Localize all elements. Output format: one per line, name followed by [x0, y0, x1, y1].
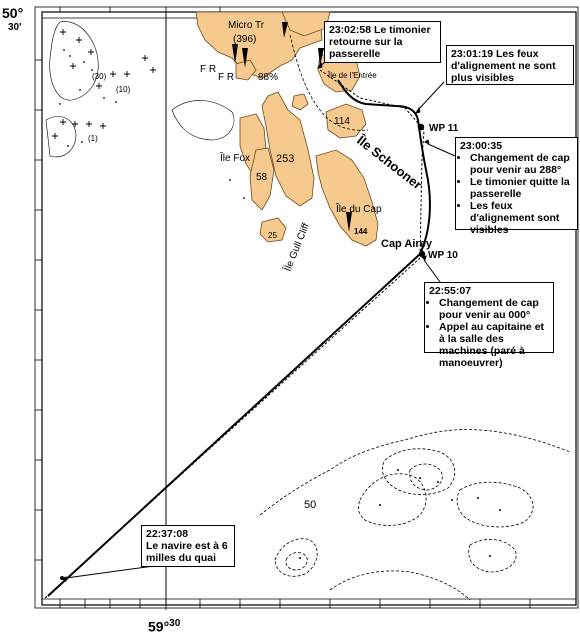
depth-30: (30) [92, 72, 107, 81]
elev-88: 88% [258, 72, 278, 83]
callout-230258-text: Le timonier retourne sur la passerelle [329, 24, 431, 60]
land-253 [261, 91, 315, 207]
border-ticks-bottom [42, 598, 576, 610]
alignment-lights [232, 22, 352, 232]
land-du-cap [315, 149, 379, 247]
callout-230258: 23:02:58 Le timonier retourne sur la pas… [324, 21, 441, 63]
label-fox: Île Fox [219, 151, 250, 164]
callout-230035-item: Le timonier quitte la passerelle [470, 176, 573, 200]
callout-230035-item: Les feux d'alignement sont visibles [470, 200, 573, 236]
elev-58: 58 [256, 172, 268, 183]
callout-225507-item: Changement de cap pour venir au 000° [439, 297, 549, 321]
callout-225507-item: Appel au capitaine et à la salle des mac… [439, 321, 549, 369]
callout-230035-list: Changement de cap pour venir au 288° Le … [460, 152, 573, 236]
elev-25: 25 [268, 231, 277, 240]
light-4 [318, 48, 324, 66]
waypoint-wp11-marker[interactable] [417, 123, 425, 131]
waypoint-wp11-label: WP 11 [429, 123, 459, 134]
callout-230258-time: 23:02:58 [329, 24, 372, 36]
callout-223708-text: Le navire est à 6 milles du quai [146, 540, 228, 564]
callout-230035-time: 23:00:35 [460, 140, 503, 152]
light-3 [282, 22, 288, 38]
callout-223708: 22:37:08 Le navire est à 6 milles du qua… [141, 525, 235, 567]
planned-route [44, 69, 425, 599]
border-ticks-left [35, 12, 43, 605]
vessel-track [47, 79, 431, 597]
land-small-1 [235, 59, 257, 81]
label-du-cap: Île du Cap [335, 202, 382, 215]
callout-230035: 23:00:35 Changement de cap pour venir au… [455, 137, 578, 236]
land-micro-north [281, 11, 331, 37]
depth-1: (1) [88, 134, 98, 143]
callout-223708-time: 22:37:08 [146, 528, 189, 540]
chart-border-inner [34, 6, 579, 609]
latitude-degrees-label: 50° [2, 5, 24, 21]
latitude-minutes-label: 30' [8, 22, 22, 33]
border-ticks-top [59, 7, 221, 12]
callout-225507-time: 22:55:07 [429, 285, 472, 297]
elev-144: 144 [354, 227, 368, 236]
shoal-outlines [45, 21, 235, 158]
callout-230035-item: Changement de cap pour venir au 288° [470, 152, 573, 176]
light-2 [242, 48, 248, 68]
label-cap-airey: Cap Airey [381, 238, 433, 250]
elev-114: 114 [334, 116, 350, 127]
land-small-2 [291, 93, 309, 111]
land-25 [259, 217, 287, 243]
land-58 [249, 147, 275, 211]
depth-contour-dots [299, 469, 501, 559]
label-micro-elev: (396) [233, 34, 256, 45]
light-5 [346, 212, 352, 232]
land-masses [195, 11, 379, 247]
marker-fr-1: F R [200, 64, 216, 75]
callout-230119: 23:01:19 Les feux d'alignement ne sont p… [446, 45, 574, 85]
land-114 [325, 103, 367, 139]
waypoint-wp10-label: WP 10 [428, 250, 458, 261]
waypoint-wp10-marker[interactable] [418, 250, 426, 258]
depth-50: 50 [304, 499, 316, 511]
depth-10: (10) [116, 85, 131, 94]
light-1 [232, 44, 238, 64]
longitude-minutes: 30 [169, 618, 181, 629]
longitude-degrees: 59° [148, 618, 170, 635]
callout-225507-list: Changement de cap pour venir au 000° App… [429, 297, 549, 369]
label-entree: Île de l'Entrée [327, 71, 377, 80]
longitude-label: 59°30 [148, 618, 180, 635]
callout-leaders [60, 55, 456, 582]
marker-fr-2: F R [218, 72, 234, 83]
sounding-dots [59, 49, 245, 199]
label-micro: Micro Tr [228, 20, 265, 31]
depth-contours [259, 34, 571, 601]
callout-225507: 22:55:07 Changement de cap pour venir au… [424, 282, 554, 369]
callout-230119-time: 23:01:19 [451, 48, 494, 60]
callout-230119-text: Les feux d'alignement ne sont plus visib… [451, 48, 556, 84]
elev-253: 253 [276, 153, 294, 165]
rock-symbols [52, 29, 156, 139]
